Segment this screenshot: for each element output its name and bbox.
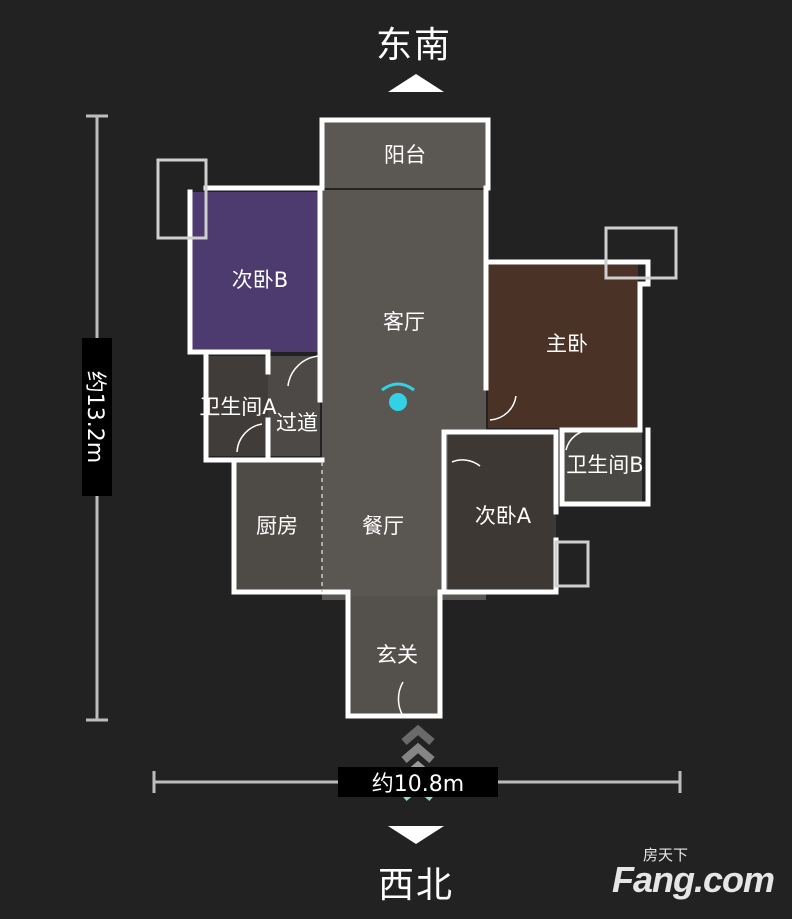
- room-label-hallway: 过道: [276, 411, 318, 435]
- vertical-dimension-label: 约13.2m: [82, 338, 112, 496]
- horizontal-dimension-label: 约10.8m: [338, 767, 498, 797]
- compass-bottom-label: 西北: [378, 865, 455, 906]
- fang-watermark: 房天下 Fang.com: [611, 844, 775, 901]
- room-label-entrance: 玄关: [376, 643, 418, 667]
- room-label-bedroom-b: 次卧B: [232, 268, 288, 292]
- vertical-dimension-text: 约13.2m: [82, 370, 108, 464]
- room-label-balcony: 阳台: [384, 143, 426, 167]
- walls: [187, 117, 651, 719]
- room-label-dining-room: 餐厅: [362, 514, 404, 538]
- room-label-bedroom-a: 次卧A: [475, 504, 532, 528]
- watermark-brand: Fang.com: [611, 859, 775, 900]
- room-label-living-room: 客厅: [383, 310, 425, 334]
- room-label-master-bedroom: 主卧: [546, 332, 588, 356]
- compass-top-label: 东南: [376, 25, 453, 66]
- watermark-tagline: 房天下: [642, 847, 688, 864]
- room-label-bathroom-b: 卫生间B: [566, 453, 643, 477]
- doors: [236, 355, 593, 717]
- bay-windows: [156, 158, 678, 588]
- room-label-kitchen: 厨房: [256, 514, 298, 538]
- south-down-arrow-icon: [388, 826, 444, 844]
- room-label-bathroom-a: 卫生间A: [199, 395, 277, 419]
- location-marker-icon: [381, 382, 415, 411]
- room-fills: [190, 120, 642, 716]
- north-up-arrow-icon: [388, 74, 444, 92]
